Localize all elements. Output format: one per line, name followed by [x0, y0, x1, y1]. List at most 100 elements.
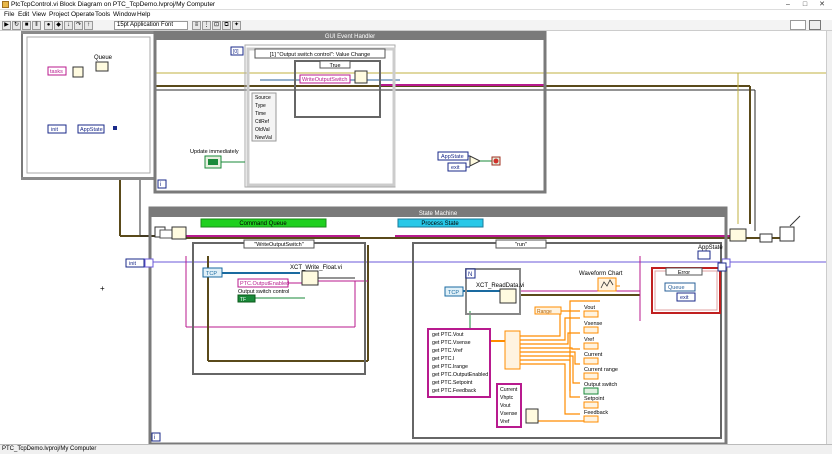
- case-structure-true[interactable]: [295, 61, 380, 117]
- obtain-queue-icon[interactable]: [96, 62, 108, 71]
- indicator-label-setpoint: Setpoint: [584, 396, 605, 402]
- case-run-text: "run": [515, 242, 527, 248]
- sm-stop-terminal[interactable]: [718, 263, 726, 271]
- resize-objects-icon[interactable]: ⊡: [212, 21, 221, 30]
- tcp-text-write: TCP: [206, 271, 217, 277]
- distribute-objects-icon[interactable]: ⋮: [202, 21, 211, 30]
- block-diagram-svg: Queue tasks init AppState GUI Event Hand…: [0, 31, 826, 444]
- menu-edit[interactable]: Edit: [18, 11, 29, 18]
- menu-operate[interactable]: Operate: [71, 11, 95, 18]
- get-item-1: get PTC.Vsense: [432, 340, 471, 346]
- bundle-by-name-icon[interactable]: [526, 409, 538, 423]
- align-objects-icon[interactable]: ≡: [192, 21, 201, 30]
- dequeue-element-icon[interactable]: [172, 227, 186, 239]
- appstate-indicator-sm: [698, 251, 710, 259]
- release-queue-icon[interactable]: [730, 229, 746, 241]
- get-item-0: get PTC.Vout: [432, 332, 464, 338]
- equal-compare-icon[interactable]: [470, 156, 480, 166]
- get-item-6: get PTC.Setpoint: [432, 380, 473, 386]
- labview-app-icon: [2, 1, 9, 8]
- highlight-execution-icon[interactable]: ●: [44, 21, 53, 30]
- menu-project[interactable]: Project: [49, 11, 69, 18]
- toolbar: ▶ ↻ ■ ‖ ● ◆ ↓ ↷ ↑ 15pt Application Font …: [0, 20, 832, 31]
- menu-help[interactable]: Help: [137, 11, 150, 18]
- stop-sign-icon: [494, 159, 499, 164]
- current-indicator: [584, 358, 598, 364]
- for-loop-n: N: [468, 272, 472, 278]
- indicator-label-feedback: Feedback: [584, 410, 608, 416]
- case-write-output-switch[interactable]: [193, 243, 365, 374]
- xct-read-data-icon[interactable]: [500, 289, 516, 303]
- xct-read-label: XCT_ReadData.vi: [476, 283, 524, 289]
- exit-text-sm: exit: [680, 295, 689, 301]
- vertical-scrollbar[interactable]: [826, 31, 832, 444]
- appstate-label-init: AppState: [80, 127, 103, 133]
- get-item-5: get PTC.OutputEnabled: [432, 372, 488, 378]
- cluster-item-4: Vref: [500, 419, 510, 425]
- indicator-label-vout: Vout: [584, 305, 595, 311]
- menu-tools[interactable]: Tools: [95, 11, 110, 18]
- index-array-node[interactable]: [505, 331, 520, 369]
- block-diagram-canvas[interactable]: Queue tasks init AppState GUI Event Hand…: [0, 31, 826, 444]
- vref-indicator: [584, 343, 598, 349]
- cluster-item-1: Vhptc: [500, 395, 514, 401]
- pause-icon[interactable]: ‖: [32, 21, 41, 30]
- waveform-chart-label: Waveform Chart: [579, 271, 623, 277]
- timeout-constant[interactable]: [160, 230, 172, 238]
- font-dropdown[interactable]: 15pt Application Font: [114, 21, 188, 30]
- output-switch-indicator: [584, 388, 598, 394]
- xct-write-float-icon[interactable]: [302, 271, 318, 285]
- get-item-4: get PTC.Irange: [432, 364, 468, 370]
- event-data-5: NewVal: [255, 135, 272, 141]
- process-state-text: Process State: [421, 221, 459, 227]
- menu-file[interactable]: File: [4, 11, 14, 18]
- run-continuously-icon[interactable]: ↻: [12, 21, 21, 30]
- event-data-1: Type: [255, 103, 266, 109]
- exit-text-gui: exit: [451, 165, 460, 171]
- maximize-button[interactable]: □: [797, 0, 813, 9]
- waveform-chart-terminal[interactable]: [598, 278, 616, 291]
- write-output-switch-text: WriteOutputSwitch: [302, 77, 347, 83]
- ptc-output-text: PTC.OutputEnabled: [240, 281, 289, 287]
- init-frame[interactable]: [21, 31, 156, 180]
- event-data-2: Time: [255, 111, 266, 117]
- menu-window[interactable]: Window: [113, 11, 136, 18]
- setpoint-indicator: [584, 402, 598, 408]
- step-into-icon[interactable]: ↓: [64, 21, 73, 30]
- cluster-item-0: Current: [500, 387, 518, 393]
- cluster-item-3: Vsense: [500, 411, 517, 417]
- close-button[interactable]: ✕: [814, 0, 830, 9]
- command-queue-text: Command Queue: [239, 221, 287, 227]
- merge-errors-icon[interactable]: [760, 234, 772, 242]
- reorder-icon[interactable]: ⧉: [222, 21, 231, 30]
- appstate-tunnel: [113, 126, 117, 130]
- event-data-3: CtlRef: [255, 119, 270, 125]
- cluster-item-2: Vout: [500, 403, 511, 409]
- indicator-label-current-range: Current range: [584, 367, 618, 373]
- enqueue-icon-gui[interactable]: [355, 71, 367, 83]
- case-write-text: "WriteOutputSwitch": [254, 242, 303, 248]
- queue-label: Queue: [94, 55, 113, 61]
- menu-bar: File Edit View Project Operate Tools Win…: [0, 10, 832, 20]
- sm-loop-i: i: [154, 435, 155, 441]
- tf-text-write: TF: [240, 297, 246, 303]
- appstate-label-sm: AppState: [698, 245, 723, 251]
- tcp-text-read: TCP: [448, 290, 459, 296]
- indicator-label-vref: Vref: [584, 337, 594, 343]
- enqueue-element-icon[interactable]: [73, 67, 83, 77]
- vout-indicator: [584, 311, 598, 317]
- minimize-button[interactable]: –: [780, 0, 796, 9]
- cleanup-diagram-icon[interactable]: ✦: [232, 21, 241, 30]
- sm-title: State Machine: [419, 211, 458, 217]
- run-arrow-icon[interactable]: ▶: [2, 21, 11, 30]
- update-immediately-icon: [208, 159, 218, 165]
- simple-error-handler-icon[interactable]: [780, 227, 794, 241]
- menu-view[interactable]: View: [32, 11, 46, 18]
- step-over-icon[interactable]: ↷: [74, 21, 83, 30]
- step-out-icon[interactable]: ↑: [84, 21, 93, 30]
- retain-wire-values-icon[interactable]: ◆: [54, 21, 63, 30]
- abort-icon[interactable]: ■: [22, 21, 31, 30]
- indicator-label-vsense: Vsense: [584, 321, 602, 327]
- search-icon[interactable]: [790, 20, 806, 30]
- gui-title: GUI Event Handler: [325, 34, 375, 40]
